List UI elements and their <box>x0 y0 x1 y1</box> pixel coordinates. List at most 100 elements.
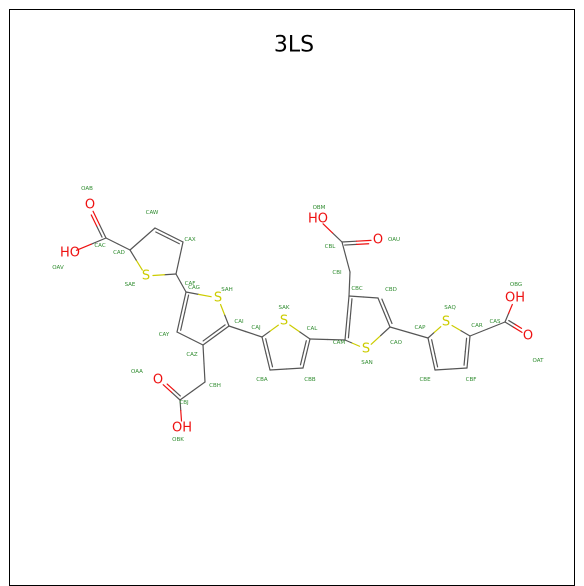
atom-name-cai: CAI <box>234 319 244 325</box>
bond-cbb-cba <box>285 367 304 370</box>
diagram-frame <box>9 9 575 586</box>
atom-name-caz: CAZ <box>186 352 198 358</box>
bond-cbj-ohB <box>180 409 183 422</box>
bond-cbd-cbc <box>348 295 365 298</box>
atom-name-caj: CAJ <box>251 325 261 331</box>
bond-cbe-cap-second <box>431 339 436 354</box>
bond-cba-caj-second <box>268 352 274 368</box>
bond-sae-cad <box>129 249 137 261</box>
bond-cac-oab <box>98 224 107 239</box>
atom-name-cad: CAD <box>113 250 125 256</box>
bond-saq-car <box>460 330 471 337</box>
bond-cbe-cap <box>430 353 436 371</box>
bond-cax-caf <box>175 257 181 275</box>
bond-cad-cac <box>117 243 131 251</box>
bond-cal-cbb <box>305 338 311 355</box>
bond-cba-caj <box>265 352 271 371</box>
bond-cay-cag-second <box>180 312 186 331</box>
bond-caw-cax <box>168 234 184 243</box>
atom-name-cbj: CBJ <box>179 400 189 406</box>
bond-caf-sae <box>152 274 166 277</box>
atom-name-car: CAR <box>471 323 483 329</box>
atom-name-cas: CAS <box>489 319 501 325</box>
bond-caf-cag <box>175 273 182 284</box>
bond-cai-caz-second <box>202 332 215 342</box>
bond-cac-hoL <box>75 243 92 251</box>
bond-cba-caj-second <box>265 338 270 354</box>
hydroxyl-atom-hoM: HO <box>308 212 328 227</box>
atom-name-oab: OAB <box>81 186 93 192</box>
bond-san-cao <box>370 335 382 345</box>
sulfur-atom-sah: S <box>214 291 222 306</box>
oxygen-atom-oau: O <box>373 233 383 248</box>
bond-cal-cbb-second <box>302 340 307 354</box>
bond-cag-sah <box>197 293 212 298</box>
bond-caz-cbh <box>202 344 205 365</box>
atom-name-oav: OAV <box>52 265 64 271</box>
bond-car-cas <box>486 321 506 330</box>
bond-cal-cam <box>309 338 329 341</box>
atom-name-cal: CAL <box>307 326 319 332</box>
bond-cbj-ohB <box>179 399 182 412</box>
bond-cbf-cbe <box>450 367 468 370</box>
bond-cao-cbd <box>377 297 385 314</box>
bond-cas-ohR <box>508 303 513 314</box>
bond-cai-caz-second <box>213 324 226 334</box>
hydroxyl-atom-hoL: HO <box>60 246 80 261</box>
bond-cap-saq <box>433 326 442 333</box>
sulfur-atom-san: S <box>362 342 370 357</box>
bond-cai-caj <box>228 325 247 333</box>
bond-cbl-oau-second <box>344 243 358 246</box>
bond-cbc-cbi <box>348 283 351 297</box>
bond-cbl-oau <box>355 239 372 242</box>
bond-cac-hoL <box>90 237 107 245</box>
sulfur-atom-saq: S <box>442 315 450 330</box>
atom-name-cag: CAG <box>188 285 200 291</box>
diagram-title: 3LS <box>274 33 314 58</box>
bond-san-cao <box>379 326 391 337</box>
atom-name-cbe: CBE <box>419 377 431 383</box>
bond-car-cbf <box>466 351 470 369</box>
bond-cad-cac <box>105 237 119 245</box>
bond-cbe-cap <box>427 337 433 355</box>
atom-name-cbh: CBH <box>209 383 221 389</box>
bond-cai-caz <box>202 334 217 346</box>
bond-cag-sah <box>185 291 200 295</box>
bond-cbb-cba <box>269 368 288 371</box>
bond-caw-cax-second <box>166 237 180 245</box>
bond-caz-cbh <box>203 362 206 383</box>
bond-cax-caf <box>178 241 184 259</box>
atom-name-cbc: CBC <box>351 286 363 292</box>
bond-cay-cag <box>176 311 183 333</box>
bond-cay-cag <box>180 291 187 313</box>
bond-cam-san <box>351 342 361 347</box>
bond-cbl-hoM <box>331 232 343 243</box>
hydroxyl-atom-ohB: OH <box>172 421 192 436</box>
atom-name-sak: SAK <box>279 305 290 311</box>
atom-name-cac: CAC <box>94 243 106 249</box>
atom-name-caw: CAW <box>146 210 159 216</box>
bond-cai-caj <box>244 330 263 338</box>
atom-name-oat: OAT <box>533 358 545 364</box>
atom-name-obm: OBM <box>313 205 326 211</box>
atom-name-obk: OBK <box>172 437 184 443</box>
bond-cac-oab-second <box>96 225 103 238</box>
bond-cbh-cbj <box>191 381 206 392</box>
bond-cbc-cbi <box>348 271 351 285</box>
atom-name-saq: SAQ <box>444 305 456 311</box>
bond-caw-cax <box>154 227 170 236</box>
bond-sah-cai <box>219 303 226 316</box>
bond-cas-oat <box>512 326 523 333</box>
bond-cac-oab <box>92 210 101 226</box>
bond-caj-sak <box>261 330 271 338</box>
bond-cbc-cam <box>346 295 350 319</box>
bond-cao-cbd <box>383 311 391 328</box>
bond-cbc-cam-second <box>347 317 351 339</box>
bond-car-cbf <box>467 335 471 353</box>
bond-sah-cai <box>224 314 230 327</box>
bond-cbd-cbc <box>362 296 379 299</box>
bond-caz-cay <box>189 337 204 346</box>
bond-saq-car <box>451 324 462 332</box>
